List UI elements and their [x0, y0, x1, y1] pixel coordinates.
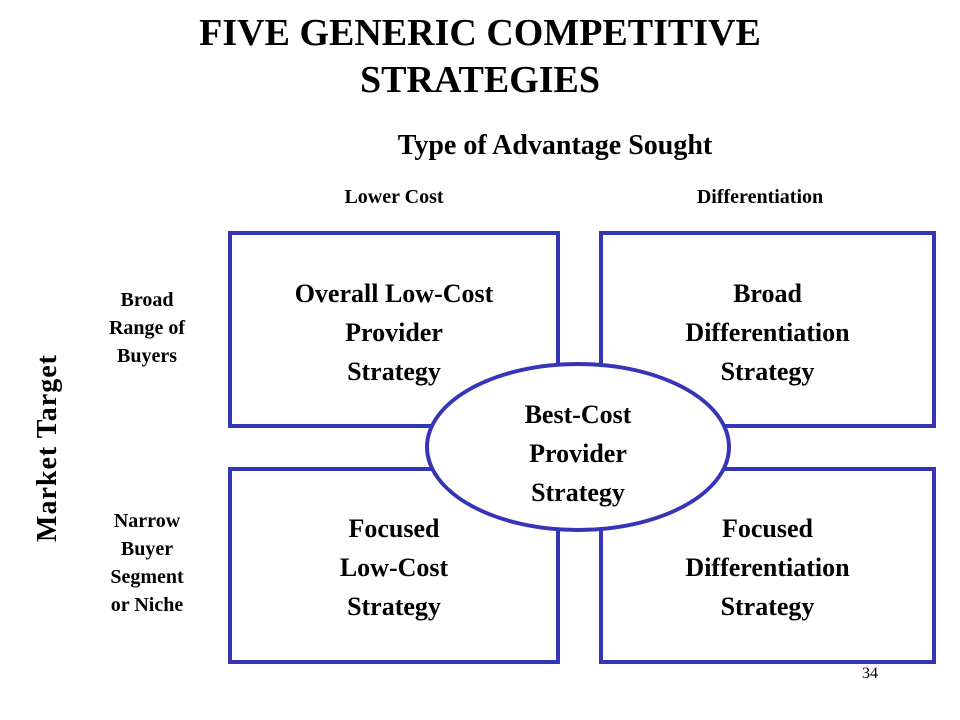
strategy-label-line: Differentiation	[685, 553, 850, 582]
best-cost-provider-label: Best-Cost Provider Strategy	[425, 395, 731, 512]
strategy-label-line: Strategy	[720, 357, 815, 386]
strategy-label-line: Focused	[348, 514, 440, 543]
title-line-1: FIVE GENERIC COMPETITIVE	[199, 12, 761, 54]
row-header-broad-line: Buyers	[117, 345, 177, 367]
market-target-text: Market Target	[32, 354, 63, 542]
overall-low-cost-box	[228, 231, 560, 428]
title-line-2: STRATEGIES	[359, 59, 601, 101]
overall-low-cost-label: Overall Low-Cost Provider Strategy	[228, 274, 560, 391]
strategy-label-line: Strategy	[531, 478, 625, 507]
row-header-narrow-line: Segment	[110, 566, 184, 588]
strategy-label-line: Broad	[733, 279, 802, 308]
advantage-axis-title: Type of Advantage Sought	[397, 130, 713, 161]
strategy-label-line: Strategy	[720, 592, 815, 621]
row-header-narrow-segment: Narrow Buyer Segment or Niche	[82, 507, 212, 619]
row-header-narrow-line: or Niche	[110, 594, 184, 616]
focused-differentiation-label: Focused Differentiation Strategy	[599, 509, 936, 626]
row-header-narrow-line: Buyer	[120, 538, 174, 560]
row-header-broad-range: Broad Range of Buyers	[82, 286, 212, 370]
strategy-label-line: Provider	[345, 318, 443, 347]
strategy-label-line: Differentiation	[685, 318, 850, 347]
row-header-broad-line: Broad	[120, 289, 174, 311]
best-cost-ellipse	[425, 362, 731, 532]
broad-differentiation-label: Broad Differentiation Strategy	[599, 274, 936, 391]
row-header-narrow-line: Narrow	[113, 510, 181, 532]
strategy-label-line: Focused	[722, 514, 813, 543]
strategy-label-line: Provider	[529, 439, 627, 468]
page-number: 34	[862, 665, 878, 682]
strategy-label-line: Best-Cost	[524, 400, 632, 429]
strategy-label-line: Strategy	[347, 357, 441, 386]
strategy-label-line: Low-Cost	[339, 553, 449, 582]
focused-low-cost-label: Focused Low-Cost Strategy	[228, 509, 560, 626]
strategy-label-line: Overall Low-Cost	[294, 279, 494, 308]
column-header-lower-cost: Lower Cost	[344, 186, 444, 208]
row-header-broad-line: Range of	[108, 317, 186, 339]
strategy-label-line: Strategy	[347, 592, 441, 621]
slide-title: FIVE GENERIC COMPETITIVE STRATEGIES	[80, 10, 880, 104]
column-header-differentiation: Differentiation	[696, 186, 824, 208]
